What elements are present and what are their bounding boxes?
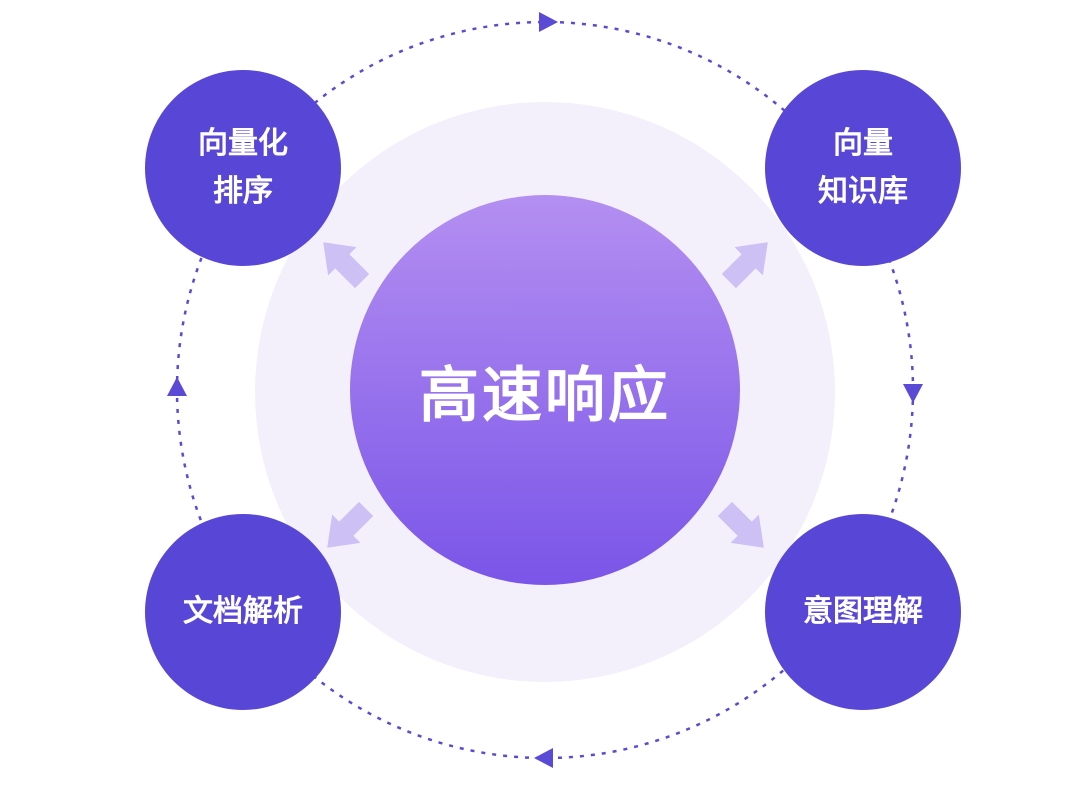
node-vectorize-sort: 向量化 排序 <box>145 70 341 266</box>
node-vector-knowledge-base: 向量 知识库 <box>765 70 961 266</box>
node-label-line: 排序 <box>213 175 273 208</box>
orbit-arrow-right-icon <box>903 384 923 403</box>
node-label-line: 意图理解 <box>803 595 923 628</box>
orbit-arrow-top-icon <box>539 12 558 32</box>
node-label-line: 向量 <box>833 127 893 160</box>
node-label-line: 文档解析 <box>183 595 303 628</box>
orbit-arrow-left-icon <box>167 377 187 396</box>
node-intent-understanding: 意图理解 <box>765 514 961 710</box>
center-node: 高速响应 <box>350 195 740 585</box>
node-label-line: 知识库 <box>818 175 908 208</box>
node-label-line: 向量化 <box>198 127 288 160</box>
orbit-arrow-bottom-icon <box>534 748 553 768</box>
node-document-parsing: 文档解析 <box>145 514 341 710</box>
center-label: 高速响应 <box>419 361 671 429</box>
